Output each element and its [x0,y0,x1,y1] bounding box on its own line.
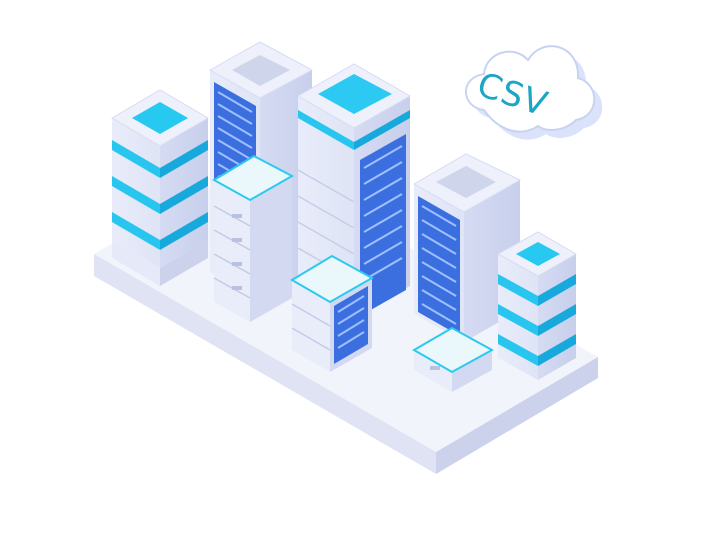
flat-server-unit [412,326,495,392]
stacked-server-tower-right [496,231,577,380]
server-tower-right [412,153,522,342]
stacked-server-tower-left [111,89,209,286]
rack-server-front-center [290,254,375,372]
csv-cloud-icon: CSV [465,45,603,140]
rack-server-front-left [212,154,295,322]
